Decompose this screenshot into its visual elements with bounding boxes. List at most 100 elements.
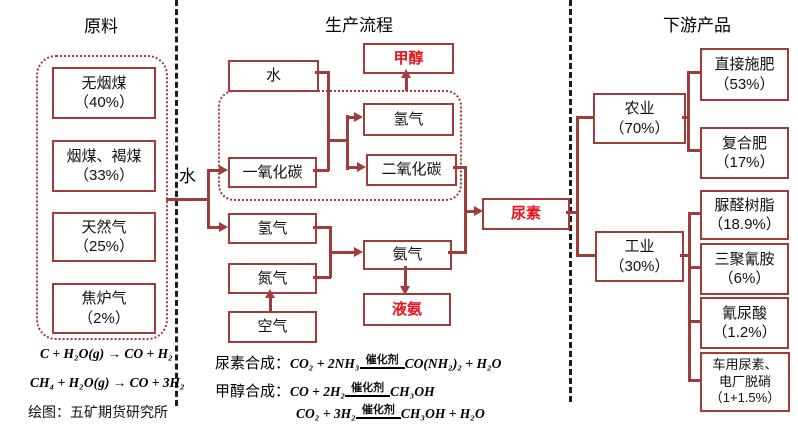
node-label: 氰尿酸 xyxy=(721,304,767,322)
flow-line xyxy=(688,212,700,215)
node-carbon-monoxide: 一氧化碳 xyxy=(228,157,317,188)
flow-line xyxy=(346,166,357,169)
node-air: 空气 xyxy=(228,311,317,343)
node-label: 氢气 xyxy=(393,110,424,128)
node-share: （30%） xyxy=(609,257,670,275)
node-agriculture: 农业 （70%） xyxy=(593,93,686,144)
node-label: 复合肥 xyxy=(721,134,767,152)
credit-note: 绘图：五矿期货研究所 xyxy=(28,404,168,420)
node-label: 工业 xyxy=(624,238,655,255)
node-hydrogen: 氢气 xyxy=(228,213,317,244)
node-label: 农业 xyxy=(624,100,655,117)
catalyst-label: 催化剂 xyxy=(359,354,405,370)
node-methanol: 甲醇 xyxy=(363,43,454,74)
divider-right xyxy=(569,0,572,402)
node-compound-fertilizer: 复合肥 （17%） xyxy=(700,127,789,179)
flow-line xyxy=(448,251,465,254)
flow-arrow xyxy=(219,165,228,175)
flow-line xyxy=(329,251,355,254)
raw-materials-title: 原料 xyxy=(84,17,118,36)
flow-line xyxy=(576,116,579,257)
raw-materials-frame xyxy=(36,55,168,340)
flow-arrow xyxy=(354,247,363,257)
equation-label: 甲醇合成： xyxy=(215,383,291,400)
node-share: （6%） xyxy=(718,270,771,287)
flow-line xyxy=(687,71,700,74)
flow-arrow xyxy=(474,206,483,216)
equation-lhs: CO₂ + 2NH₃ xyxy=(290,356,360,371)
node-cyanuric-acid: 氰尿酸 （1.2%） xyxy=(700,297,789,349)
flow-arrow xyxy=(354,112,363,122)
node-label: 氮气 xyxy=(257,269,288,287)
flow-line xyxy=(682,116,689,119)
equation-label: 尿素合成： xyxy=(215,355,291,372)
flow-line xyxy=(680,254,690,257)
catalyst-label: 催化剂 xyxy=(355,404,401,420)
flow-line xyxy=(576,116,593,119)
flow-line xyxy=(346,115,349,170)
flow-line xyxy=(207,169,210,228)
node-label: 无烟煤 xyxy=(81,74,127,92)
node-label: 天然气 xyxy=(81,218,127,236)
flow-line xyxy=(327,71,330,171)
equation-rhs: CH₃OH + H₂O xyxy=(400,406,485,421)
equation-methane-reforming: CH₄ + H₂O(g) → CO + 3H₂ xyxy=(30,375,185,390)
node-share: （40%） xyxy=(73,94,135,111)
equation-urea-synthesis: 尿素合成： CO₂ + 2NH₃ 催化剂 CO(NH₂)₂ + H₂O xyxy=(215,352,501,374)
node-label: 脲醛树脂 xyxy=(714,196,775,214)
flow-line xyxy=(207,226,221,229)
node-share: （1+1.5%） xyxy=(709,390,781,406)
equation-methanol-synthesis-2: CO₂ + 3H₂ 催化剂 CH₃OH + H₂O xyxy=(296,404,485,424)
flow-line xyxy=(687,149,700,152)
node-liquid-ammonia: 液氨 xyxy=(363,293,451,326)
divider-left xyxy=(175,0,178,406)
catalyst-label: 催化剂 xyxy=(345,382,391,398)
node-share: （17%） xyxy=(714,154,775,171)
node-urea: 尿素 xyxy=(482,198,570,230)
flow-arrow xyxy=(400,286,410,295)
flow-line xyxy=(346,116,355,119)
node-melamine: 三聚氰胺 （6%） xyxy=(700,243,789,295)
equation-lhs: CO₂ + 3H₂ xyxy=(296,406,356,421)
flow-line xyxy=(313,169,329,172)
flow-line xyxy=(405,75,408,91)
node-label: 液氨 xyxy=(391,300,422,318)
equation-coal-gasification: C + H₂O(g) → CO + H₂ xyxy=(40,346,173,361)
flow-line xyxy=(327,139,348,142)
node-natural-gas: 天然气 （25%） xyxy=(52,212,156,262)
node-label: 烟煤、褐煤 xyxy=(66,147,142,165)
node-direct-fertilizer: 直接施肥 （53%） xyxy=(700,48,789,101)
node-label: 二氧化碳 xyxy=(381,161,442,179)
shift-reaction-frame xyxy=(218,90,462,201)
node-carbon-dioxide: 二氧化碳 xyxy=(366,154,457,186)
node-label: 氨气 xyxy=(392,246,423,264)
flow-arrow xyxy=(401,69,411,78)
node-label-line2: 电厂脱硝 xyxy=(718,373,771,389)
flow-line xyxy=(688,379,700,382)
water-input-label: 水 xyxy=(179,167,196,186)
flow-line xyxy=(269,296,272,311)
node-bituminous-lignite: 烟煤、褐煤 （33%） xyxy=(52,140,156,192)
node-label: 水 xyxy=(265,67,281,85)
node-label: 一氧化碳 xyxy=(242,163,303,181)
flow-arrow xyxy=(219,222,228,232)
node-label: 车用尿素、 xyxy=(712,356,778,372)
flow-line xyxy=(464,210,475,213)
node-label: 直接施肥 xyxy=(714,56,775,73)
flow-line xyxy=(313,226,331,229)
downstream-title: 下游产品 xyxy=(663,16,731,35)
flow-line xyxy=(315,71,329,74)
node-hydrogen-top: 氢气 xyxy=(363,103,454,136)
node-share: （33%） xyxy=(73,167,135,184)
flow-line xyxy=(166,198,209,201)
node-share: （1.2%） xyxy=(712,324,777,341)
node-label: 氢气 xyxy=(257,219,288,237)
flow-line xyxy=(207,169,221,172)
equation-rhs: CH₃OH xyxy=(390,384,435,399)
node-share: （53%） xyxy=(714,75,775,93)
flow-line xyxy=(687,71,690,151)
node-share: （70%） xyxy=(609,119,670,137)
flow-arrow xyxy=(265,289,275,298)
equation-lhs: CO + 2H₂ xyxy=(290,384,346,399)
